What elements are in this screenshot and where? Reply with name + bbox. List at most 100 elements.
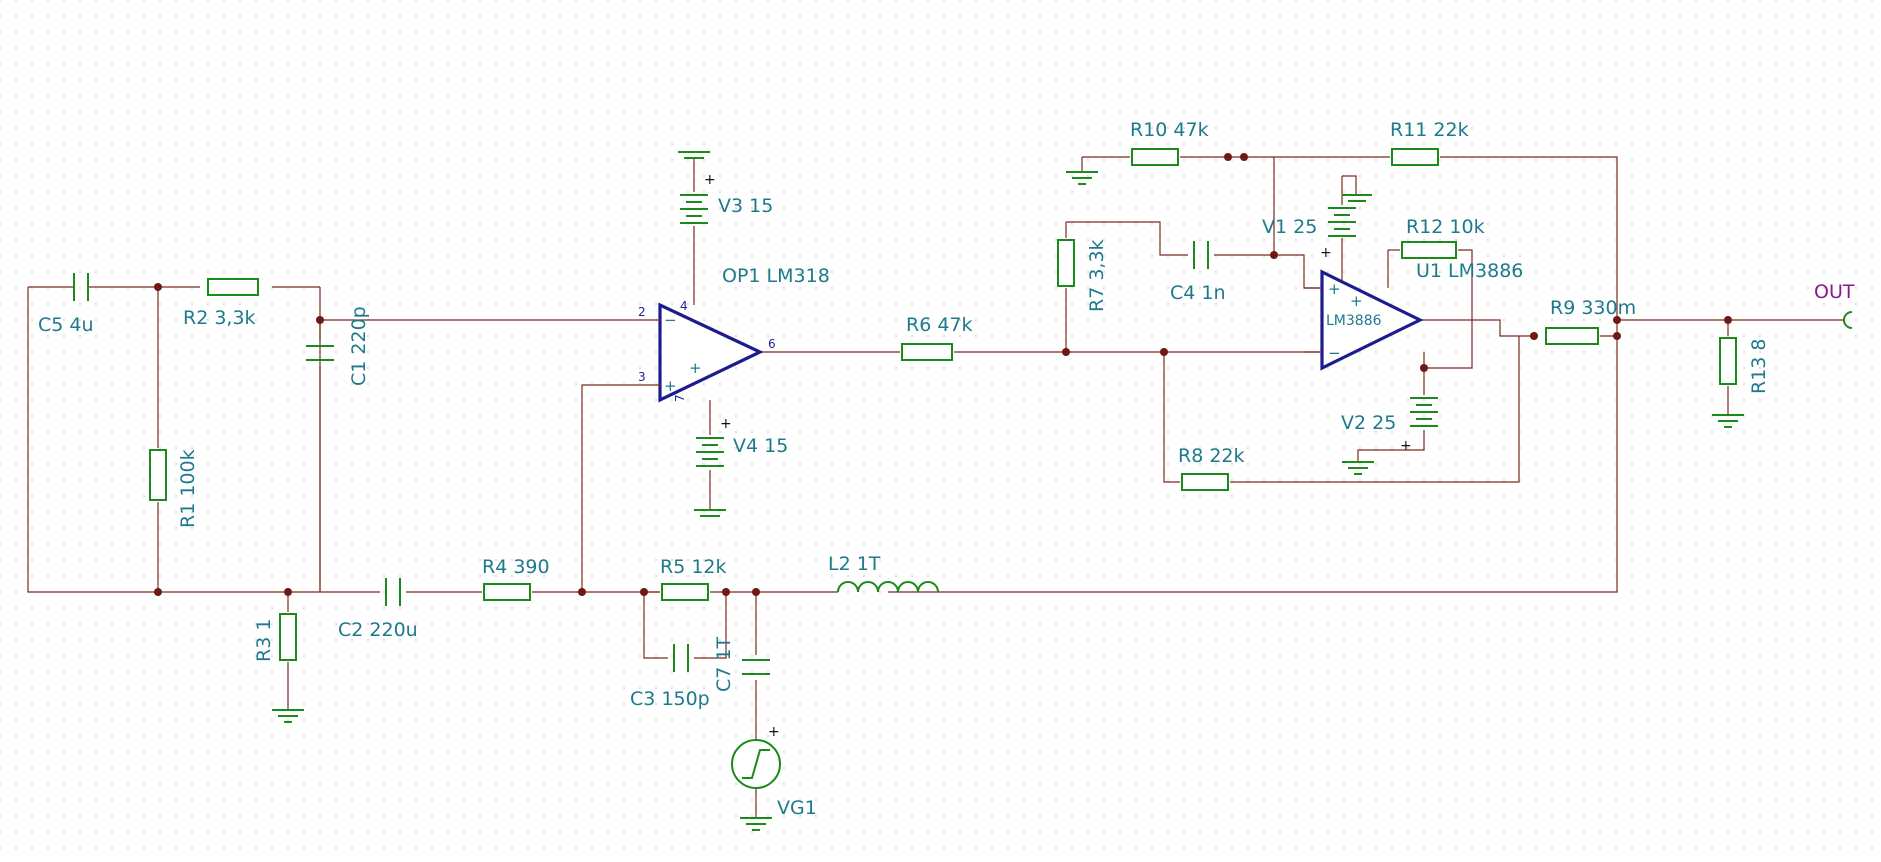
wire-v1-gnd [1342,175,1357,195]
resistor-r8 [1181,473,1229,491]
vg1-plus-sign: + [768,724,780,740]
v1-plus-sign: + [1320,245,1332,261]
resistor-r4 [483,583,531,601]
label-v4: V4 15 [733,435,788,457]
ground-icon [1712,414,1744,428]
junction-dot [1420,364,1428,372]
label-r7: R7 3,3k [1086,239,1108,312]
label-r2: R2 3,3k [183,307,256,329]
label-r12: R12 10k [1406,216,1485,238]
junction-dot [1613,332,1621,340]
label-c2: C2 220u [338,619,418,641]
wires [27,156,1840,818]
label-r13: R13 8 [1748,338,1770,394]
label-r3: R3 1 [253,619,275,662]
battery-v4 [696,437,724,467]
wire-r12-right [1424,249,1473,369]
ground-icon [1342,461,1374,475]
junction-dot [316,316,324,324]
wire-r8-right [1230,336,1520,483]
label-u1: U1 LM3886 [1416,260,1523,282]
junction-dot [1062,348,1070,356]
label-op1: OP1 LM318 [722,265,830,287]
ground-icon [694,509,726,517]
label-c4: C4 1n [1170,282,1226,304]
junction-dot [1224,153,1232,161]
resistor-r10 [1131,148,1179,166]
junction-dot [1613,316,1621,324]
junction-dot [1530,332,1538,340]
label-r10: R10 47k [1130,119,1209,141]
pin-7: 7 [673,394,687,402]
resistor-r2 [207,278,259,296]
label-c1: C1 220p [348,306,370,386]
junction-dot [1270,251,1278,259]
signal-source-vg1 [731,739,781,789]
label-c3: C3 150p [630,688,710,710]
op1-plus-sign: + [664,377,677,395]
ground-icon [740,817,772,831]
ground-icon [272,709,304,723]
label-v2: V2 25 [1341,412,1396,434]
capacitor-c4 [1193,241,1209,269]
label-c5: C5 4u [38,314,94,336]
wire-to-op1-noninv [581,384,640,592]
junction-dot [1240,153,1248,161]
ground-icon [678,151,710,159]
resistor-r7 [1057,239,1075,287]
resistor-r11 [1391,148,1439,166]
capacitors [50,241,1209,675]
junction-dot [578,588,586,596]
u1-minus-sign: − [1328,344,1341,362]
v4-plus-sign: + [720,416,732,432]
wire-c3-right [694,592,727,659]
resistor-r5 [661,583,709,601]
label-u1-body: LM3886 [1326,313,1382,329]
pin-3: 3 [638,370,646,384]
resistor-r1 [149,449,167,501]
labels: C5 4u R2 3,3k C1 220p R1 100k R3 1 C2 22… [38,119,1855,819]
pin-2: 2 [638,305,646,319]
output-terminal-icon [1843,311,1853,329]
junction-dot [1160,348,1168,356]
battery-v2 [1410,397,1438,427]
op1-plus-inner: + [689,359,702,377]
junction-dot [154,588,162,596]
capacitor-c1 [306,345,334,361]
ground-icon [1066,171,1098,185]
capacitor-c3 [673,644,689,672]
u1-plus-sign: + [1328,280,1341,298]
label-r5: R5 12k [660,556,727,578]
resistor-r13 [1719,337,1737,385]
resistor-r3 [279,613,297,661]
label-r9: R9 330m [1550,297,1636,319]
label-v1: V1 25 [1262,216,1317,238]
resistor-r12 [1401,241,1457,259]
op1-minus-sign: − [664,311,677,329]
label-l2: L2 1T [828,553,881,575]
label-r11: R11 22k [1390,119,1469,141]
v3-plus-sign: + [704,172,716,188]
ground-icon [1342,194,1372,202]
label-r1: R1 100k [177,449,199,528]
grounds [272,151,1744,831]
junction-dot [284,588,292,596]
wire-l2-feedback [888,320,1618,593]
pin-numbers: 2 3 4 7 6 [638,299,776,402]
inductor-l2 [837,581,939,593]
resistor-r6 [901,343,953,361]
label-out: OUT [1814,281,1855,303]
batteries [680,194,1438,467]
capacitor-c5 [50,273,112,301]
opamp-op1 [658,302,764,403]
resistor-r9 [1545,327,1599,345]
wire-c3-left [643,592,668,659]
label-r6: R6 47k [906,314,973,336]
u1-plus-inner: + [1350,292,1363,310]
opamp-u1 [1320,269,1424,371]
label-vg1: VG1 [777,797,817,819]
v2-plus-sign: + [1400,438,1412,454]
resistors [149,148,1737,661]
